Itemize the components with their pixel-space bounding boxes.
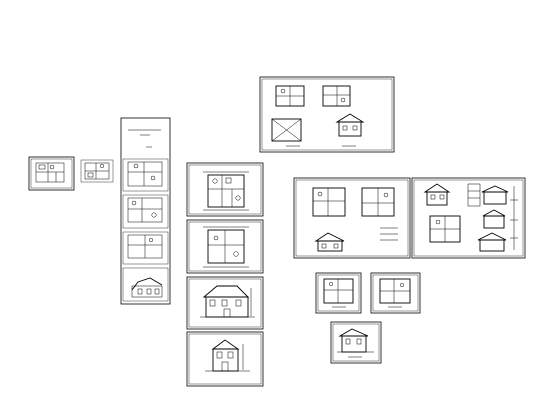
cover-thumb-elevation xyxy=(122,267,169,302)
top-sheet-plans-and-elevations xyxy=(259,76,395,153)
right-sheet-details xyxy=(411,177,526,259)
cover-thumb-2 xyxy=(122,194,169,229)
floor-plan-1 xyxy=(186,162,264,217)
small-plan-a xyxy=(315,272,362,314)
middle-sheet-plans xyxy=(293,177,411,259)
small-plan-b xyxy=(370,272,421,314)
small-elevation xyxy=(330,321,382,364)
site-plan-a xyxy=(28,156,75,191)
floor-plan-2 xyxy=(186,219,264,274)
cover-column xyxy=(120,117,171,305)
cover-title-block xyxy=(128,129,161,148)
cover-thumb-3 xyxy=(122,231,169,265)
site-plan-b xyxy=(80,159,114,183)
elevation-front xyxy=(186,276,264,330)
elevation-side xyxy=(186,331,264,387)
cover-thumb-1 xyxy=(122,158,169,192)
